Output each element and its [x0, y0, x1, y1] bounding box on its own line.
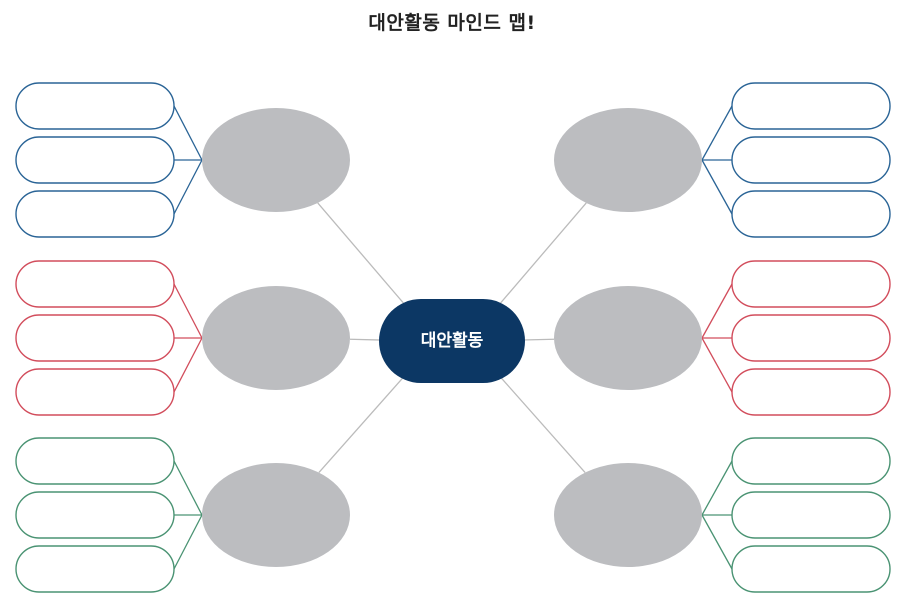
- leaf-connectors: [173, 105, 733, 570]
- leaf-connector: [701, 159, 733, 215]
- leaf-shape: [731, 82, 891, 130]
- leaf-shape: [731, 437, 891, 485]
- connector-right-bottom: [494, 370, 586, 474]
- leaf-box[interactable]: [731, 136, 891, 184]
- leaf-shape: [731, 260, 891, 308]
- center-node[interactable]: 대안활동: [379, 299, 525, 383]
- branch-node-left-bottom[interactable]: [202, 463, 350, 567]
- connector-left-top: [317, 202, 411, 312]
- leaf-connector: [173, 460, 203, 516]
- branch-node-right-middle[interactable]: [554, 286, 702, 390]
- leaf-box[interactable]: [731, 491, 891, 539]
- leaf-connector: [701, 105, 733, 161]
- leaf-connector: [173, 283, 203, 339]
- center-node-shape: [379, 299, 525, 383]
- leaf-shape: [15, 190, 175, 238]
- branch-node-left-middle[interactable]: [202, 286, 350, 390]
- leaf-shape: [731, 368, 891, 416]
- leaf-connector: [173, 337, 203, 393]
- leaf-box[interactable]: [15, 260, 175, 308]
- leaf-connector: [701, 514, 733, 570]
- leaf-shape: [15, 82, 175, 130]
- leaf-shape: [15, 491, 175, 539]
- page-title: 대안활동 마인드 맵!: [368, 12, 536, 34]
- leaf-connector: [173, 159, 203, 215]
- leaf-shape: [15, 368, 175, 416]
- connector-left-bottom: [318, 370, 410, 474]
- branch-shape: [202, 108, 350, 212]
- leaves: [15, 82, 891, 593]
- connector-right-top: [493, 202, 587, 312]
- leaf-box[interactable]: [15, 136, 175, 184]
- leaf-shape: [731, 545, 891, 593]
- leaf-shape: [731, 314, 891, 362]
- leaf-connector: [701, 283, 733, 339]
- leaf-connector: [701, 337, 733, 393]
- leaf-box[interactable]: [15, 82, 175, 130]
- leaf-connector: [173, 105, 203, 161]
- leaf-shape: [731, 190, 891, 238]
- branch-node-left-top[interactable]: [202, 108, 350, 212]
- leaf-box[interactable]: [731, 314, 891, 362]
- leaf-box[interactable]: [15, 190, 175, 238]
- leaf-box[interactable]: [731, 545, 891, 593]
- leaf-box[interactable]: [15, 491, 175, 539]
- center-node-label: 대안활동: [421, 330, 484, 351]
- branch-shape: [554, 463, 702, 567]
- leaf-shape: [15, 136, 175, 184]
- leaf-shape: [15, 314, 175, 362]
- branch-node-right-bottom[interactable]: [554, 463, 702, 567]
- leaf-shape: [15, 260, 175, 308]
- branch-shape: [554, 286, 702, 390]
- leaf-box[interactable]: [731, 437, 891, 485]
- leaf-shape: [731, 491, 891, 539]
- leaf-box[interactable]: [15, 314, 175, 362]
- leaf-shape: [15, 545, 175, 593]
- leaf-connector: [701, 460, 733, 516]
- leaf-box[interactable]: [15, 368, 175, 416]
- branch-shape: [202, 286, 350, 390]
- leaf-box[interactable]: [731, 368, 891, 416]
- leaf-box[interactable]: [15, 545, 175, 593]
- leaf-box[interactable]: [731, 82, 891, 130]
- branches: [202, 108, 702, 567]
- branch-node-right-top[interactable]: [554, 108, 702, 212]
- leaf-connector: [173, 514, 203, 570]
- leaf-shape: [731, 136, 891, 184]
- branch-shape: [202, 463, 350, 567]
- leaf-box[interactable]: [731, 190, 891, 238]
- leaf-box[interactable]: [15, 437, 175, 485]
- connectors: [317, 202, 587, 474]
- leaf-shape: [15, 437, 175, 485]
- branch-shape: [554, 108, 702, 212]
- leaf-box[interactable]: [731, 260, 891, 308]
